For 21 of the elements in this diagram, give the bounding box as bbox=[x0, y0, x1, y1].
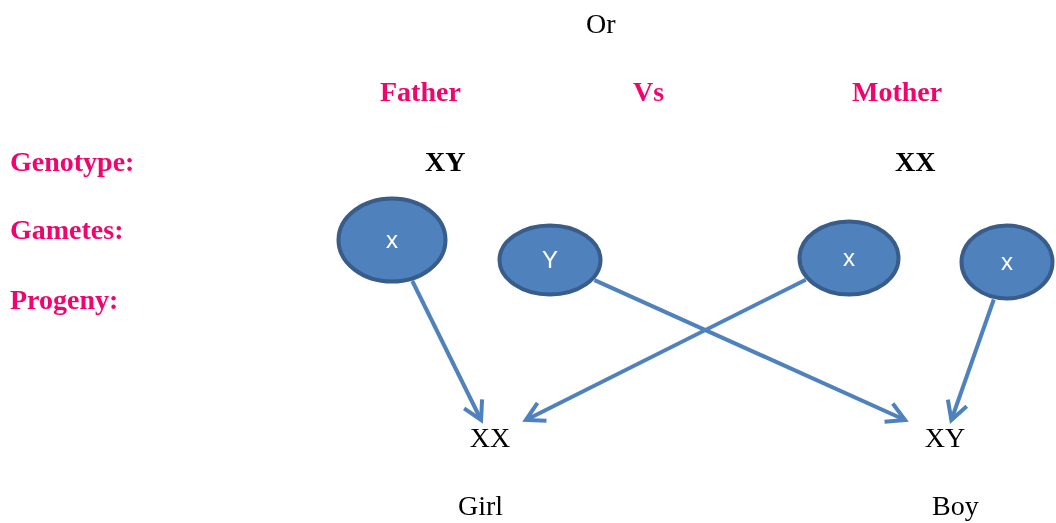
arrow bbox=[523, 277, 807, 423]
row-heading: Mother bbox=[852, 78, 943, 106]
arrow bbox=[593, 278, 908, 424]
label-text: XX bbox=[895, 148, 936, 176]
row-heading: Vs bbox=[633, 78, 665, 106]
row-heading: Genotype: bbox=[10, 148, 135, 176]
row-heading: Gametes: bbox=[10, 216, 124, 244]
gamete-circle: Y bbox=[497, 223, 603, 297]
gamete-circle: x bbox=[336, 196, 448, 284]
caption-text: Girl bbox=[458, 490, 504, 522]
gamete-circle: x bbox=[959, 223, 1055, 301]
label-text: XY bbox=[425, 148, 466, 176]
arrow bbox=[945, 298, 996, 422]
gamete-circle: x bbox=[797, 219, 901, 297]
row-heading: Progeny: bbox=[10, 286, 119, 314]
genotype-text: XX bbox=[450, 420, 530, 456]
genotype-text: XY bbox=[905, 420, 985, 456]
row-heading: Father bbox=[380, 78, 461, 106]
label-text: Or bbox=[586, 10, 616, 38]
caption-text: Boy bbox=[932, 490, 979, 522]
arrow bbox=[410, 280, 485, 422]
